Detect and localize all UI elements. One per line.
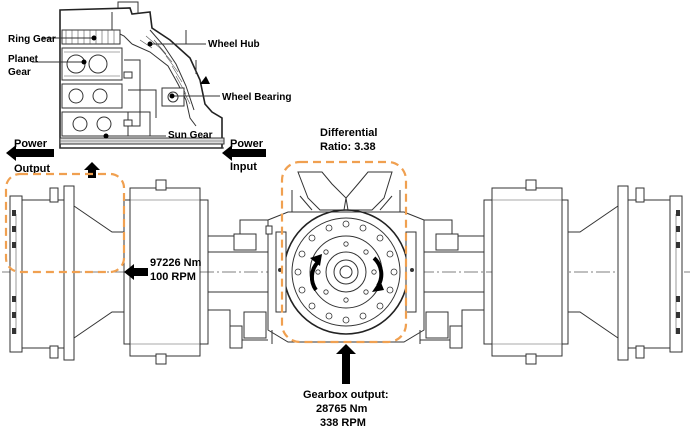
right-wheel-end (410, 179, 683, 365)
inset-leaders (32, 35, 220, 139)
gearbox-speed-label: 338 RPM (320, 417, 366, 429)
left-wheel-end (9, 179, 278, 365)
rotation-right-arrow-icon (372, 256, 384, 292)
wheel-torque-label: 97226 Nm (150, 257, 202, 269)
power-input-label-line1: Power (230, 138, 264, 150)
wheel-hub-label: Wheel Hub (208, 39, 260, 50)
rotation-left-arrow-icon (309, 254, 322, 292)
planet-gear-label-line2: Gear (8, 67, 31, 78)
gearbox-output-label-line1: Gearbox output: (303, 389, 389, 401)
differential-highlight-box (280, 160, 408, 344)
power-output-arrow-icon (6, 145, 54, 161)
wheel-hub-highlight-box (4, 172, 126, 274)
ring-gear-label: Ring Gear (8, 34, 56, 45)
differential-housing (265, 171, 425, 344)
power-output-label-line2: Output (14, 163, 50, 175)
sun-gear-label: Sun Gear (168, 130, 213, 141)
power-input-arrow-icon (222, 145, 266, 161)
differential-label-line2: Ratio: 3.38 (320, 141, 376, 153)
up-arrow-icon (84, 162, 100, 178)
differential-label-line1: Differential (320, 127, 377, 139)
wheel-torque-arrow-icon (124, 264, 148, 280)
gearbox-torque-label: 28765 Nm (316, 403, 368, 415)
wheel-speed-label: 100 RPM (150, 271, 196, 283)
power-input-label-line2: Input (230, 161, 257, 173)
gearbox-output-arrow-icon (336, 344, 356, 384)
planet-gear-label-line1: Planet (8, 54, 39, 65)
planetary-hub-section (59, 1, 225, 149)
wheel-bearing-label: Wheel Bearing (222, 92, 291, 103)
power-output-label-line1: Power (14, 138, 48, 150)
